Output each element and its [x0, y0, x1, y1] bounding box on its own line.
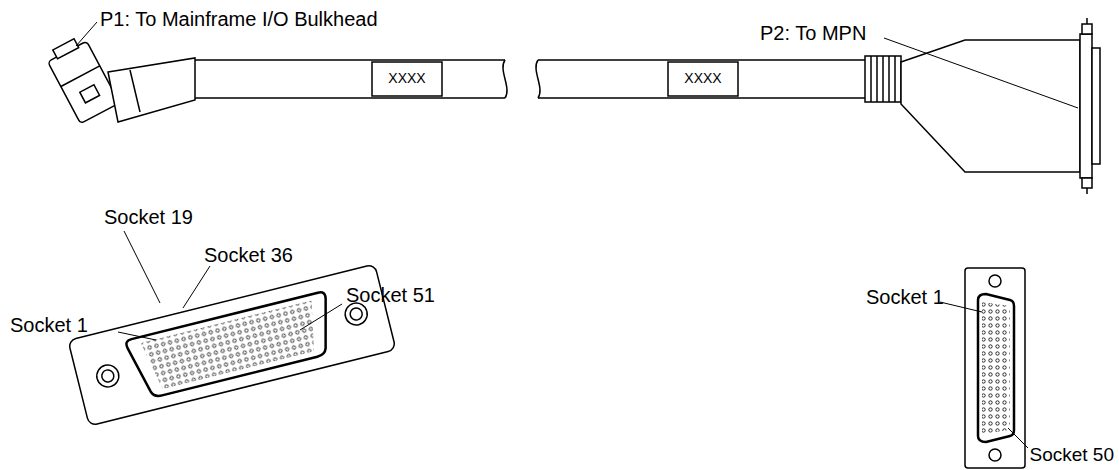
strain-relief — [865, 56, 901, 102]
cable — [195, 60, 865, 98]
connector-callout: P2: To MPN — [760, 22, 866, 44]
socket-callout: Socket 36 — [204, 244, 293, 266]
socket-callout: Socket 19 — [104, 206, 193, 228]
socket-callout: Socket 1 — [10, 314, 88, 336]
socket-callout: Socket 50 — [1030, 445, 1115, 466]
p2-face — [965, 268, 1025, 468]
cable-marker: XXXX — [388, 71, 425, 86]
connector-callout: P1: To Mainframe I/O Bulkhead — [100, 8, 378, 30]
p1-plug — [44, 34, 195, 124]
socket-callout: Socket 1 — [866, 286, 944, 308]
cable-marker: XXXX — [684, 71, 721, 86]
leader-lines — [76, 22, 1078, 448]
socket-callout: Socket 51 — [346, 284, 435, 306]
p2-hood — [901, 18, 1100, 194]
